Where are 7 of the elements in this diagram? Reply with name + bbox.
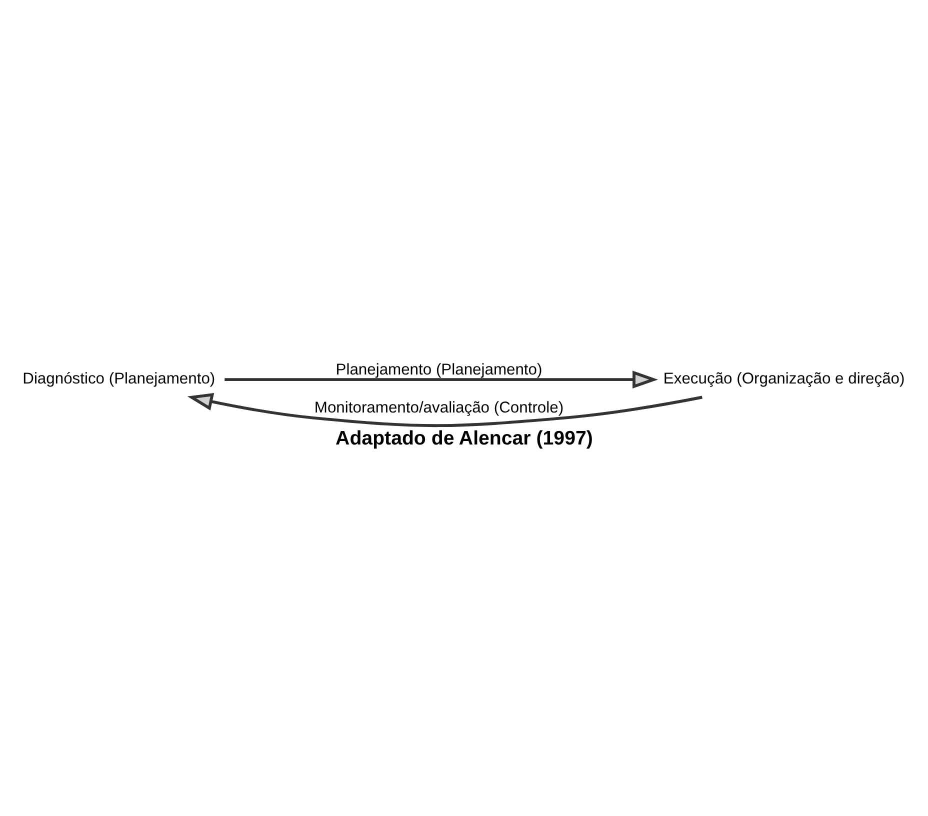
node-text: Execução (Organização e direção) <box>663 370 905 387</box>
arrow <box>224 370 658 388</box>
caption: Adaptado de Alencar (1997) <box>336 426 593 449</box>
arrow <box>187 392 702 427</box>
edge-label: Monitoramento/avaliação (Controle) <box>314 399 564 416</box>
node-text: Diagnóstico (Planejamento) <box>22 370 216 387</box>
edge-label: Planejamento (Planejamento) <box>336 360 542 378</box>
